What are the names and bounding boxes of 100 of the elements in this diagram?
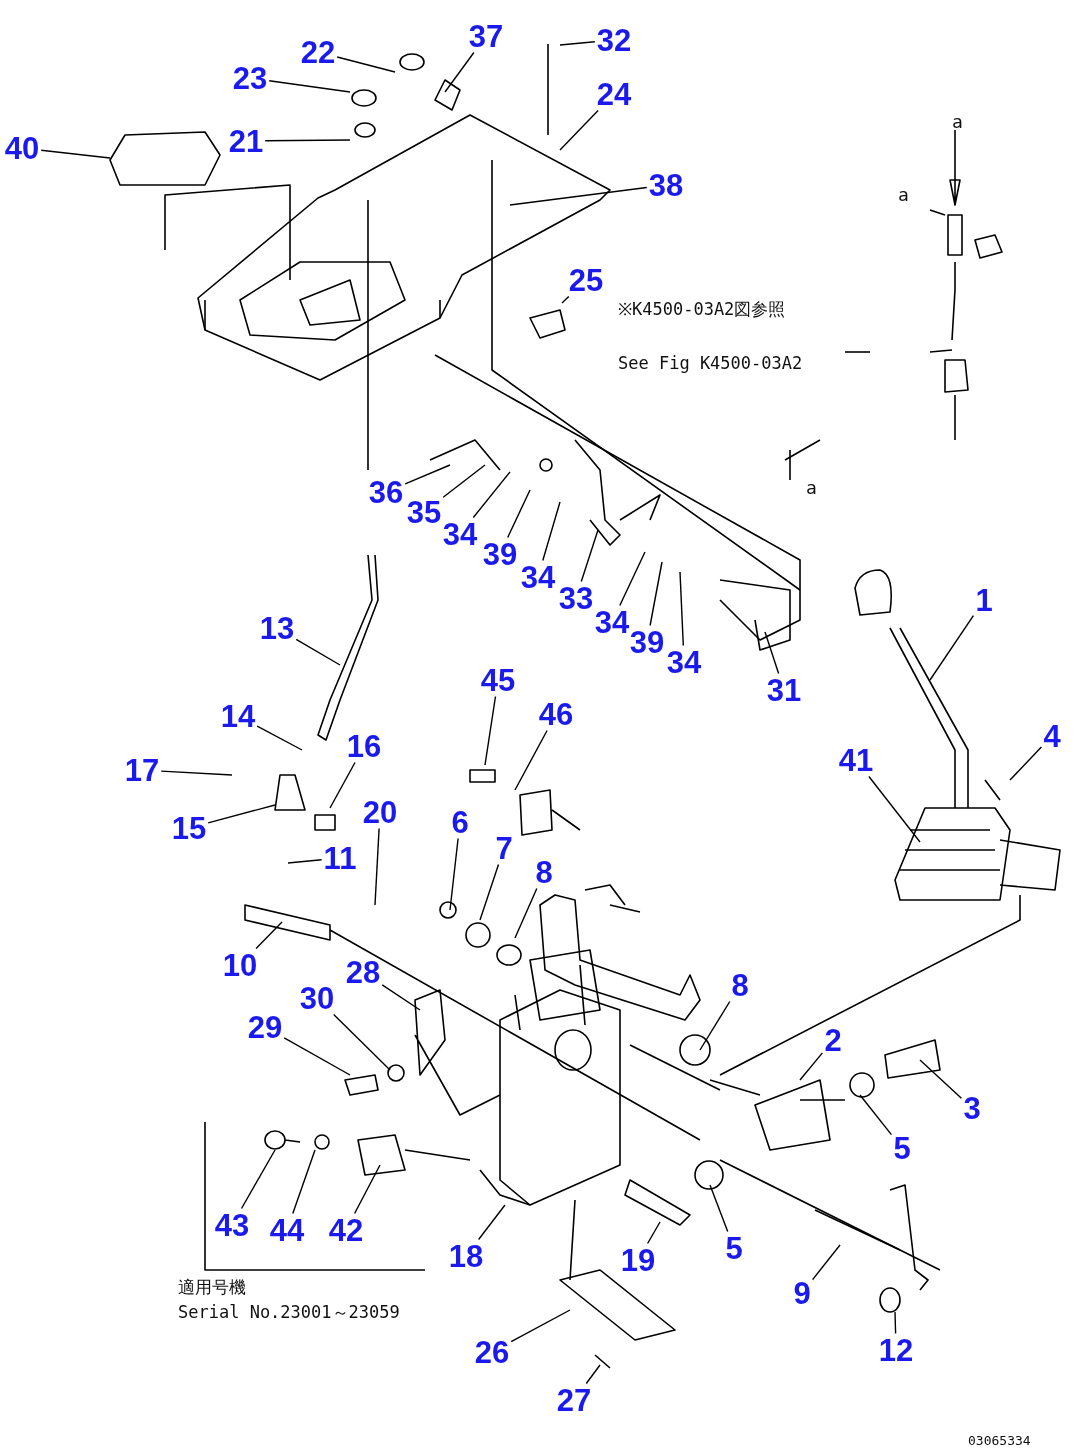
callout-number: 36: [368, 476, 404, 508]
leader-line: [514, 729, 548, 791]
leader-line: [679, 571, 684, 647]
callout-number: 39: [482, 538, 518, 570]
leader-line: [404, 464, 451, 485]
callout-number: 22: [300, 36, 336, 68]
leader-line: [287, 859, 323, 864]
callout-number: 8: [731, 969, 749, 1001]
callout-number: 11: [323, 842, 357, 874]
callout-number: 26: [474, 1336, 510, 1368]
leader-line: [295, 638, 341, 666]
leader-line: [256, 725, 303, 751]
callout-number: 25: [568, 264, 604, 296]
leader-line: [580, 529, 599, 583]
callout-number: 27: [556, 1384, 592, 1416]
leader-line: [561, 295, 570, 304]
leader-line: [1009, 746, 1043, 781]
callout-number: 33: [558, 582, 594, 614]
callout-number: 34: [594, 606, 630, 638]
leader-line: [559, 109, 599, 151]
view-mark: a: [898, 185, 909, 205]
callout-number: 42: [328, 1214, 364, 1246]
leader-line: [374, 827, 380, 906]
leader-line: [353, 1164, 381, 1215]
leader-line: [264, 139, 351, 142]
leader-line: [799, 1052, 824, 1081]
callout-number: 45: [480, 664, 516, 696]
leader-line: [160, 770, 233, 776]
leader-line: [894, 1311, 897, 1335]
leader-line: [559, 41, 596, 46]
leader-line: [329, 761, 356, 809]
leader-line: [509, 186, 648, 206]
leader-line: [542, 501, 561, 562]
leader-line: [255, 921, 283, 950]
callout-number: 40: [4, 132, 40, 164]
leader-line: [283, 1037, 351, 1076]
leader-line: [514, 887, 538, 939]
leader-line: [268, 80, 351, 93]
note-text: See Fig K4500-03A2: [618, 353, 803, 373]
callout-number: 24: [596, 78, 632, 110]
leader-line: [764, 631, 780, 675]
note-text: ※K4500-03A2図参照: [618, 299, 786, 319]
leader-line: [40, 149, 111, 159]
leader-line: [449, 837, 459, 911]
leader-line: [859, 1094, 893, 1136]
leader-line: [919, 1059, 963, 1099]
leader-line: [333, 1013, 391, 1071]
note-text: 03065334: [968, 1432, 1031, 1450]
callout-number: 7: [495, 832, 513, 864]
callout-number: 34: [666, 646, 702, 678]
leader-line: [336, 56, 396, 73]
callout-number: 17: [124, 754, 160, 786]
callout-number: 13: [259, 612, 295, 644]
leader-line: [619, 551, 646, 607]
note-text: Serial No.23001～23059: [178, 1302, 400, 1322]
leader-line: [811, 1244, 841, 1281]
callout-number: 34: [442, 518, 478, 550]
callout-number: 9: [793, 1277, 811, 1309]
callout-number: 18: [448, 1240, 484, 1272]
leader-line: [510, 1309, 571, 1343]
note-text: 適用号機: [178, 1277, 246, 1297]
callout-number: 39: [629, 626, 665, 658]
callout-number: 38: [648, 169, 684, 201]
callout-number: 35: [406, 496, 442, 528]
view-mark: a: [806, 478, 817, 498]
callout-number: 29: [247, 1011, 283, 1043]
callout-number: 12: [878, 1334, 914, 1366]
callout-number: 5: [893, 1132, 911, 1164]
callout-number: 19: [620, 1244, 656, 1276]
callout-number: 41: [838, 744, 874, 776]
leader-line: [240, 1149, 276, 1210]
callout-number: 44: [269, 1214, 305, 1246]
leader-line: [646, 1221, 661, 1245]
callout-number: 34: [520, 561, 556, 593]
leader-line: [649, 561, 663, 627]
callout-number: 2: [824, 1024, 842, 1056]
leader-line: [868, 775, 921, 843]
leader-line: [292, 1149, 316, 1215]
leader-line: [507, 489, 531, 539]
callout-number: 28: [345, 956, 381, 988]
callout-number: 16: [346, 730, 382, 762]
leader-line: [207, 804, 276, 824]
callout-number: 1: [975, 584, 993, 616]
callout-number: 4: [1043, 720, 1061, 752]
callout-number: 6: [451, 806, 469, 838]
callout-number: 8: [535, 856, 553, 888]
leader-line: [442, 464, 486, 498]
callout-number: 43: [214, 1209, 250, 1241]
callout-number: 31: [766, 674, 802, 706]
callout-number: 23: [232, 62, 268, 94]
leader-line: [472, 471, 511, 519]
leader-line: [484, 695, 497, 766]
leader-line: [444, 51, 475, 93]
leader-line: [929, 615, 975, 681]
callout-number: 15: [171, 812, 207, 844]
leader-line: [477, 1204, 506, 1241]
callout-number: 32: [596, 24, 632, 56]
callout-number: 14: [220, 700, 256, 732]
callout-number: 10: [222, 949, 258, 981]
view-mark: a: [952, 112, 963, 132]
